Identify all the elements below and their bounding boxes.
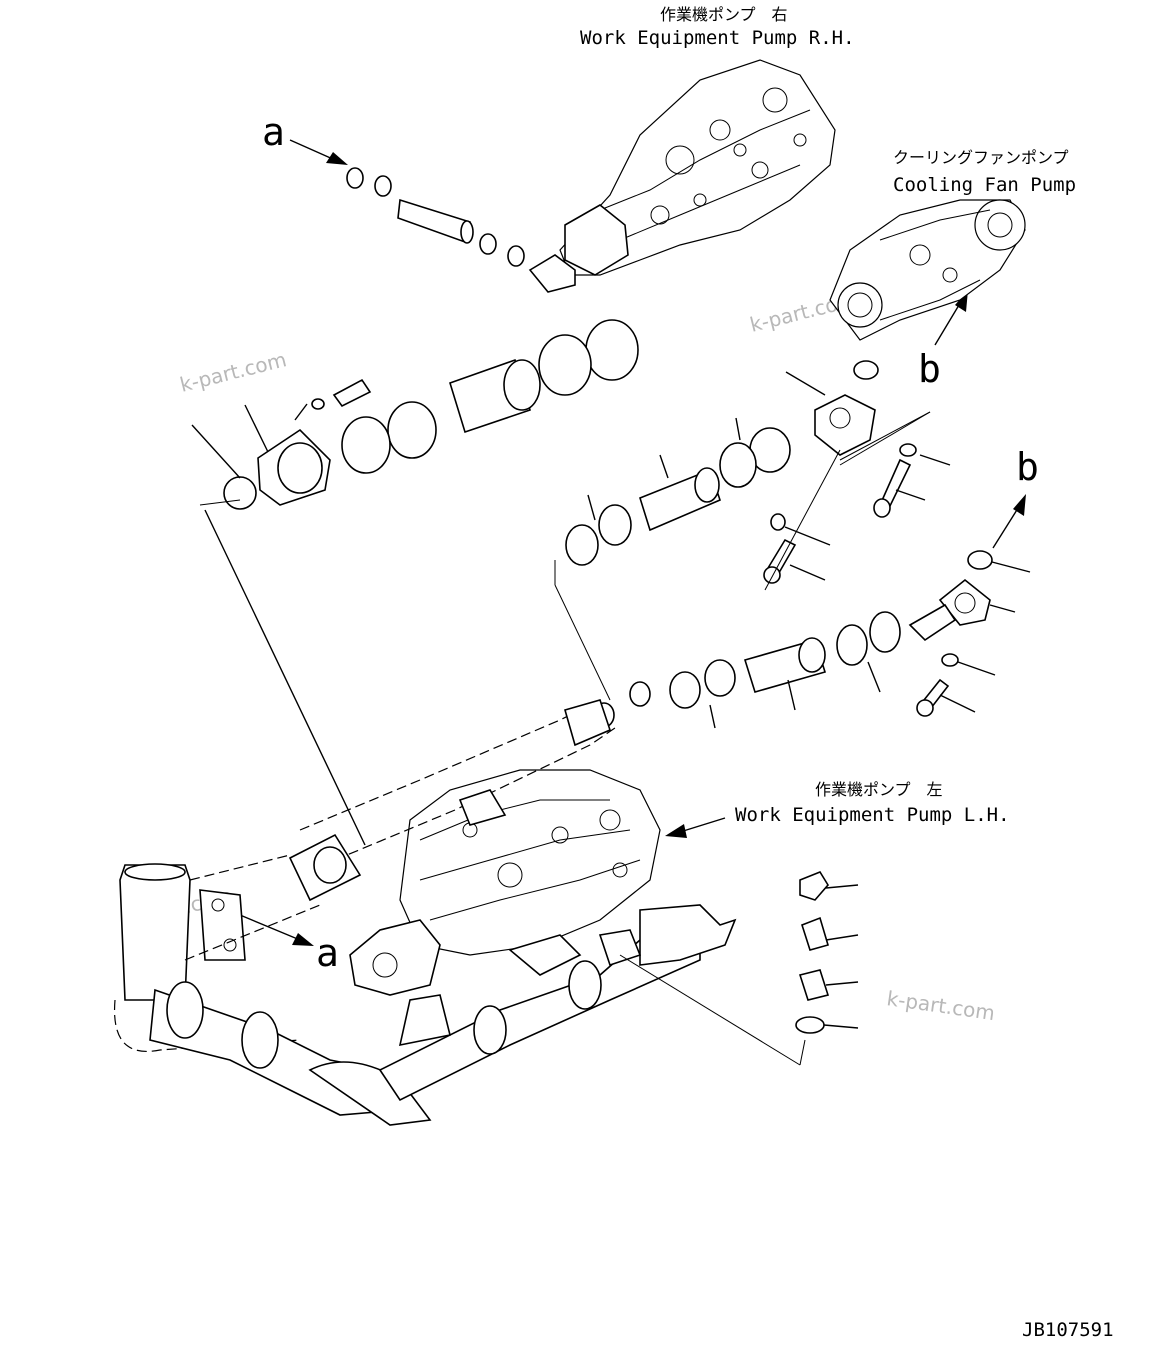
arrow-a-bottom (239, 914, 314, 946)
arrow-b-right (992, 494, 1026, 549)
work-equipment-pump-rh (528, 59, 836, 293)
ref-b-fan-label: b (918, 347, 941, 391)
ref-a-bottom-label: a (316, 931, 339, 975)
suction-pipe-long (199, 499, 616, 902)
fan-pump-label-jp: クーリングファンポンプ (893, 148, 1069, 167)
lh-pump-label-en: Work Equipment Pump L.H. (735, 804, 1010, 826)
rh-pump-label-jp: 作業機ポンプ 右 (660, 5, 788, 24)
fan-pump-label-en: Cooling Fan Pump (893, 174, 1076, 196)
intermediate-pipe-assembly (593, 550, 1031, 729)
watermark: k-part.com (177, 347, 288, 397)
rh-pump-label-en: Work Equipment Pump R.H. (580, 27, 855, 49)
fan-pump-pipe-assembly (554, 371, 951, 701)
pipe-clamp-large (341, 319, 639, 474)
arrow-lh-pump (665, 817, 726, 838)
watermark: k-part.com (885, 986, 996, 1025)
ref-a-top-label: a (262, 110, 285, 154)
work-equipment-pump-lh (349, 769, 661, 996)
ref-b-right-label: b (1016, 445, 1039, 489)
flange-upper-left (191, 378, 372, 510)
arrow-a-top (289, 139, 348, 165)
bottom-pipe-run (113, 854, 806, 1126)
drawing-number: JB107591 (1022, 1319, 1114, 1341)
upper-hose-assembly (346, 167, 525, 267)
cooling-fan-pump (829, 199, 1026, 380)
fittings-column (795, 871, 859, 1034)
lh-pump-label-jp: 作業機ポンプ 左 (815, 780, 943, 799)
